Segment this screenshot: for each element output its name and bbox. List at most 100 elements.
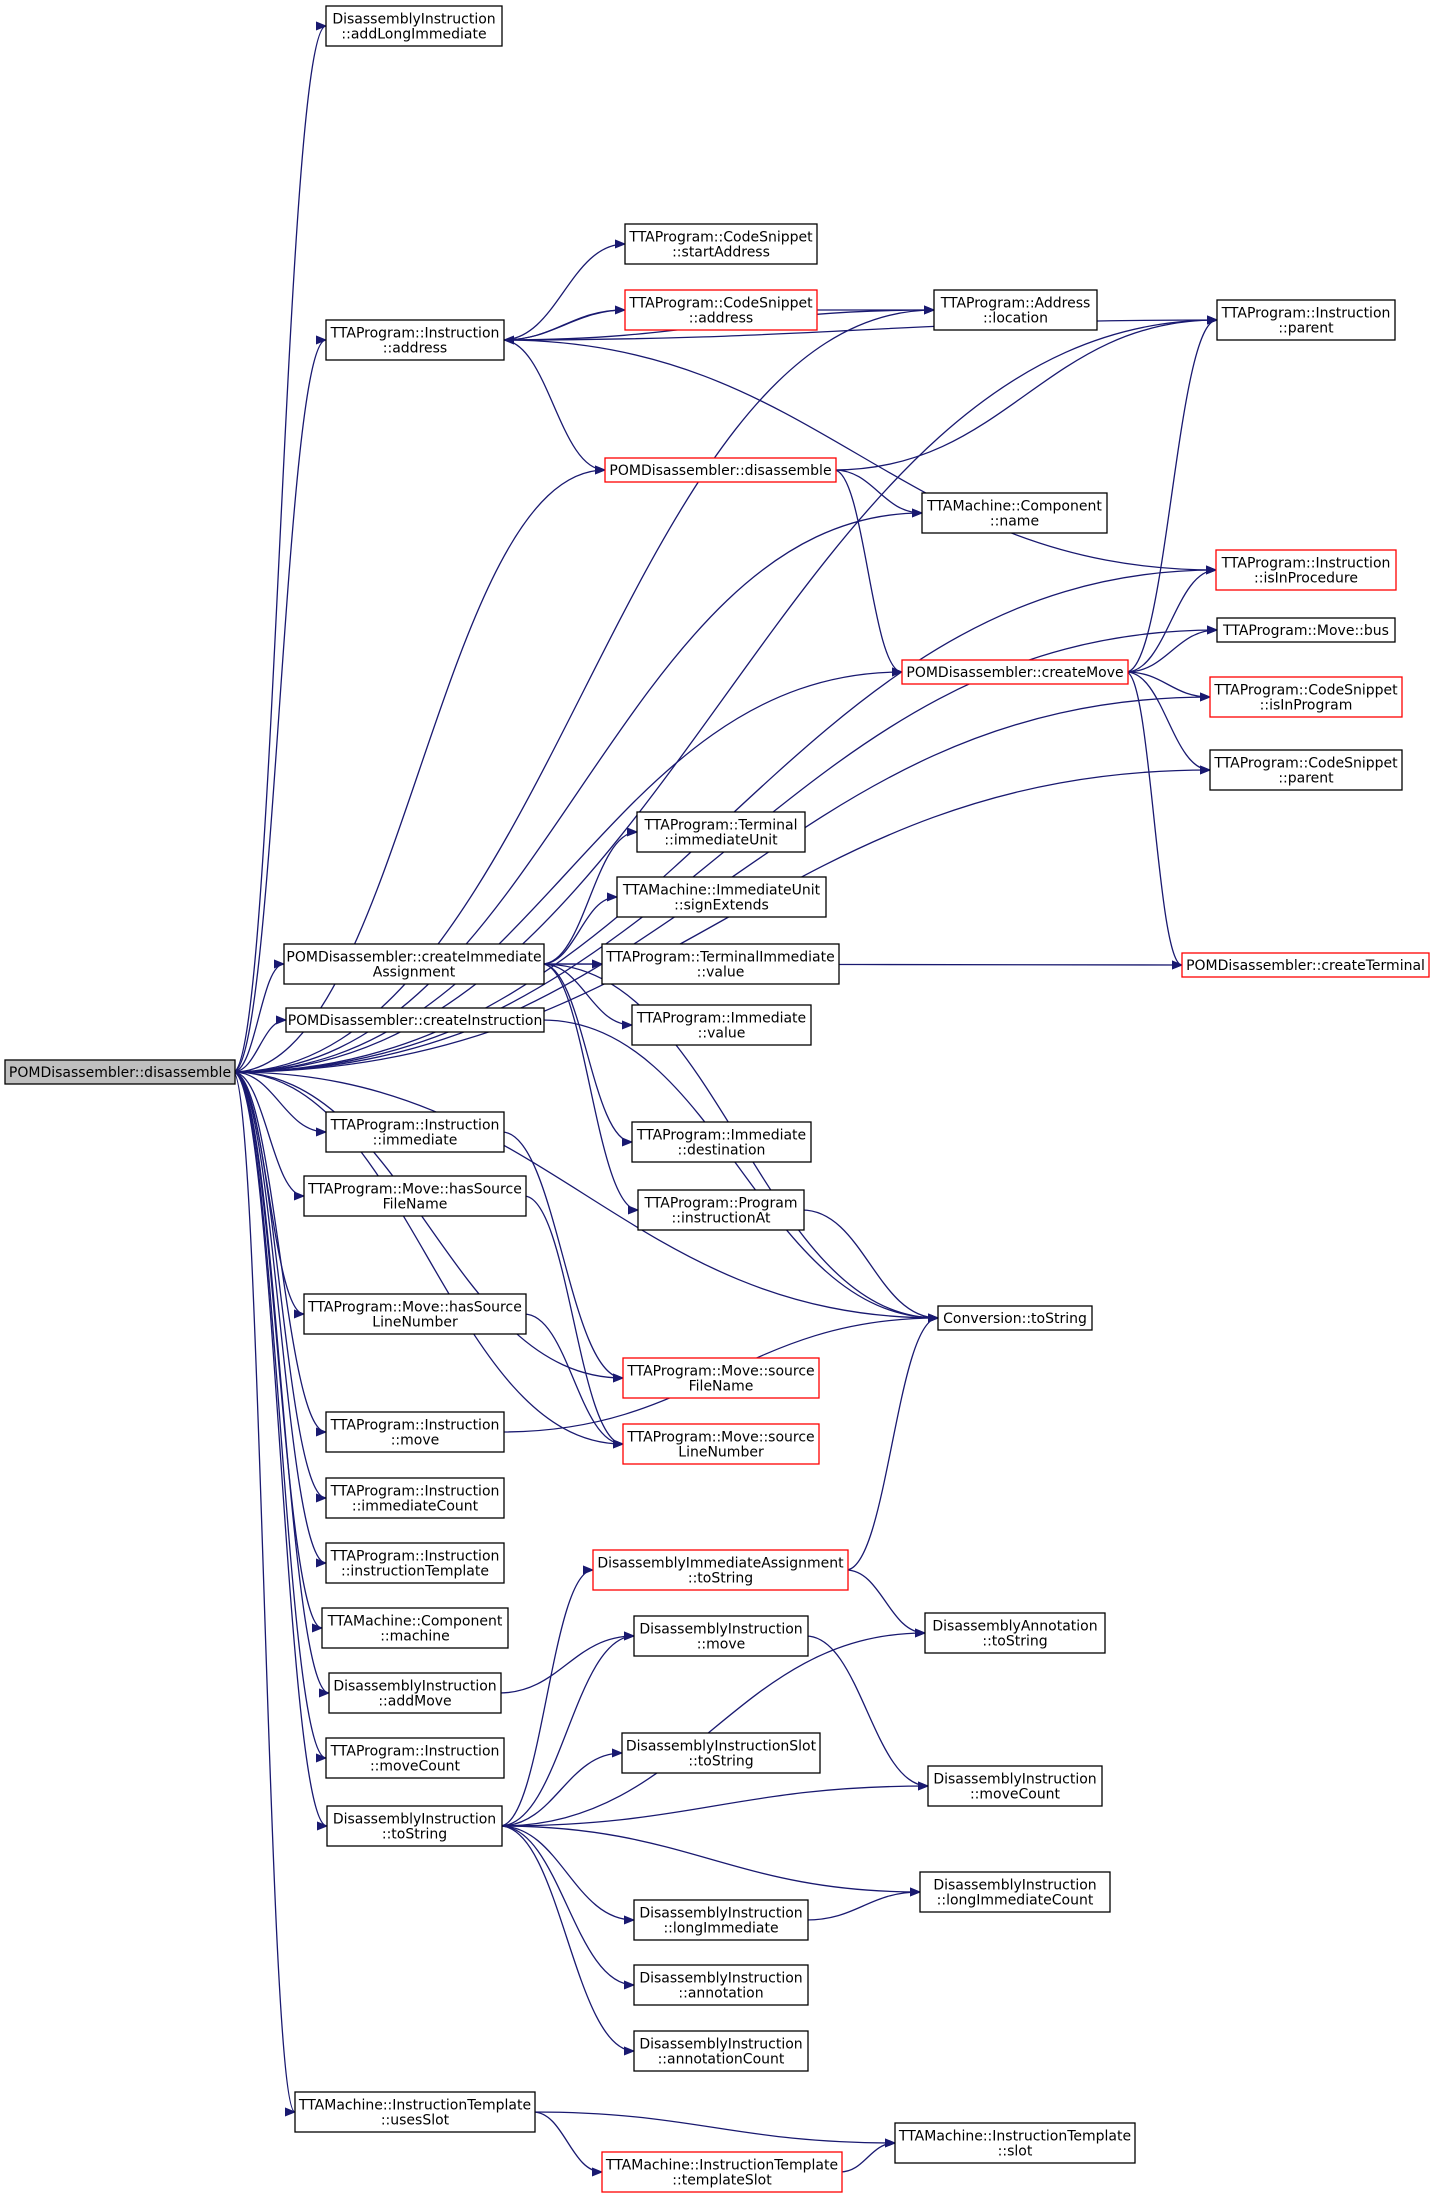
- node-label: DisassemblyInstruction: [639, 2037, 802, 2053]
- node-addLongImmediate[interactable]: DisassemblyInstruction::addLongImmediate: [325, 5, 503, 47]
- node-diAnnotationCount[interactable]: DisassemblyInstruction::annotationCount: [633, 2030, 809, 2072]
- node-box: [325, 1542, 505, 1584]
- node-box: [631, 1004, 812, 1046]
- node-label: ::instructionTemplate: [341, 1564, 489, 1580]
- node-usesSlot[interactable]: TTAMachine::InstructionTemplate::usesSlo…: [294, 2091, 536, 2133]
- node-compMachine[interactable]: TTAMachine::Component::machine: [321, 1607, 509, 1649]
- node-label: TTAMachine::InstructionTemplate: [605, 2158, 838, 2174]
- node-immDestination[interactable]: TTAProgram::Immediate::destination: [631, 1121, 812, 1163]
- node-label: ::isInProgram: [1260, 698, 1353, 714]
- node-box: [4, 1059, 236, 1085]
- node-label: ::annotationCount: [658, 2052, 785, 2068]
- node-box: [633, 2030, 809, 2072]
- edge-createMove-to-instrParent: [1125, 320, 1218, 673]
- node-createTerminal[interactable]: POMDisassembler::createTerminal: [1181, 952, 1430, 978]
- node-createInstruction[interactable]: POMDisassembler::createInstruction: [285, 1007, 545, 1033]
- node-root[interactable]: POMDisassembler::disassemble: [4, 1059, 236, 1085]
- edge-createMove-to-isInProcedure: [1125, 570, 1216, 673]
- node-instrMove[interactable]: TTAProgram::Instruction::move: [325, 1411, 505, 1453]
- node-label: TTAProgram::Instruction: [1221, 556, 1391, 572]
- edge-root-to-sourceFileName: [232, 1071, 623, 1378]
- node-label: TTAMachine::InstructionTemplate: [298, 2098, 531, 2114]
- edge-root-to-convToString: [232, 1071, 938, 1318]
- node-csAddress[interactable]: TTAProgram::CodeSnippet::address: [624, 289, 818, 331]
- node-instructionAt[interactable]: TTAProgram::Program::instructionAt: [637, 1189, 805, 1231]
- node-diLongImm[interactable]: DisassemblyInstruction::longImmediate: [633, 1899, 809, 1941]
- node-label: TTAProgram::Immediate: [636, 1011, 806, 1027]
- node-diLongImmCount[interactable]: DisassemblyInstruction::longImmediateCou…: [919, 1871, 1111, 1913]
- node-location[interactable]: TTAProgram::Address::location: [933, 289, 1098, 331]
- edge-diLongImm-to-diLongImmCount: [805, 1892, 920, 1921]
- node-label: ::moveCount: [370, 1759, 461, 1775]
- edge-root-to-addLongImmediate: [232, 26, 327, 1073]
- node-label: ::annotation: [678, 1986, 763, 2002]
- node-templateSlot[interactable]: TTAMachine::InstructionTemplate::templat…: [601, 2151, 843, 2193]
- node-label: DisassemblyInstruction: [639, 1971, 802, 1987]
- node-label: ::startAddress: [672, 245, 770, 261]
- node-isInProcedure[interactable]: TTAProgram::Instruction::isInProcedure: [1215, 549, 1397, 591]
- node-box: [624, 223, 818, 265]
- node-label: TTAMachine::Component: [926, 499, 1102, 515]
- node-createImmAssign[interactable]: POMDisassembler::createImmediateAssignme…: [283, 943, 545, 985]
- node-pomDisassemble[interactable]: POMDisassembler::disassemble: [604, 457, 837, 483]
- edge-root-to-createMove: [232, 672, 902, 1073]
- edge-hasSourceFileName-to-sourceLineNumber: [523, 1195, 624, 1444]
- node-label: FileName: [689, 1379, 754, 1395]
- edge-diToString-to-diLongImm: [499, 1825, 634, 1920]
- node-startAddress[interactable]: TTAProgram::CodeSnippet::startAddress: [624, 223, 818, 265]
- edge-root-to-immediateCount: [232, 1071, 327, 1498]
- node-label: DisassemblyImmediateAssignment: [597, 1556, 844, 1572]
- edge-createMove-to-moveBus: [1125, 630, 1217, 673]
- node-label: ::address: [383, 341, 447, 357]
- edge-diToString-to-disToString: [499, 1753, 622, 1827]
- node-box: [637, 1189, 805, 1231]
- node-box: [633, 1615, 809, 1657]
- node-diToString[interactable]: DisassemblyInstruction::toString: [326, 1805, 503, 1847]
- node-box: [604, 457, 837, 483]
- node-label: ::moveCount: [970, 1787, 1061, 1803]
- node-disToString[interactable]: DisassemblyInstructionSlot::toString: [621, 1732, 821, 1774]
- edge-createMove-to-csParent: [1125, 671, 1210, 770]
- node-diaToString[interactable]: DisassemblyImmediateAssignment::toString: [592, 1549, 849, 1591]
- edge-root-to-instructionTemplate: [232, 1071, 327, 1563]
- node-immediateUnit[interactable]: TTAProgram::Terminal::immediateUnit: [636, 811, 806, 853]
- node-compName[interactable]: TTAMachine::Component::name: [921, 492, 1108, 534]
- node-label: ::instructionAt: [672, 1211, 771, 1227]
- node-label: TTAProgram::Move::hasSource: [307, 1300, 522, 1316]
- node-immediateCount[interactable]: TTAProgram::Instruction::immediateCount: [325, 1477, 505, 1519]
- node-box: [631, 1121, 812, 1163]
- node-instructionTemplate[interactable]: TTAProgram::Instruction::instructionTemp…: [325, 1542, 505, 1584]
- node-termImmValue[interactable]: TTAProgram::TerminalImmediate::value: [601, 943, 840, 985]
- node-diMoveCount[interactable]: DisassemblyInstruction::moveCount: [927, 1765, 1103, 1807]
- node-diMove[interactable]: DisassemblyInstruction::move: [633, 1615, 809, 1657]
- node-box: [321, 1607, 509, 1649]
- node-createMove[interactable]: POMDisassembler::createMove: [901, 659, 1129, 685]
- node-label: ::parent: [1278, 771, 1334, 787]
- node-label: POMDisassembler::disassemble: [609, 463, 831, 479]
- node-csParent[interactable]: TTAProgram::CodeSnippet::parent: [1209, 749, 1403, 791]
- node-instrAddress[interactable]: TTAProgram::Instruction::address: [325, 319, 505, 361]
- node-moveBus[interactable]: TTAProgram::Move::bus: [1216, 617, 1396, 643]
- node-box: [325, 1477, 505, 1519]
- node-box: [927, 1765, 1103, 1807]
- node-addMove[interactable]: DisassemblyInstruction::addMove: [328, 1672, 502, 1714]
- node-signExtends[interactable]: TTAMachine::ImmediateUnit::signExtends: [616, 876, 827, 918]
- node-annToString[interactable]: DisassemblyAnnotation::toString: [924, 1612, 1106, 1654]
- node-convToString[interactable]: Conversion::toString: [937, 1305, 1093, 1331]
- node-label: ::address: [689, 311, 753, 327]
- node-instrImmediate[interactable]: TTAProgram::Instruction::immediate: [325, 1111, 505, 1153]
- node-instrParent[interactable]: TTAProgram::Instruction::parent: [1216, 299, 1396, 341]
- node-label: POMDisassembler::disassemble: [9, 1065, 231, 1081]
- edge-diToString-to-diLongImmCount: [499, 1825, 920, 1892]
- node-itSlot[interactable]: TTAMachine::InstructionTemplate::slot: [894, 2122, 1136, 2164]
- node-instrMoveCount[interactable]: TTAProgram::Instruction::moveCount: [325, 1737, 505, 1779]
- edge-pomDisassemble-to-compName: [833, 469, 922, 513]
- edge-diToString-to-annToString: [499, 1633, 925, 1827]
- node-isInProgram[interactable]: TTAProgram::CodeSnippet::isInProgram: [1209, 676, 1403, 718]
- node-immValue[interactable]: TTAProgram::Immediate::value: [631, 1004, 812, 1046]
- node-diAnnotation[interactable]: DisassemblyInstruction::annotation: [633, 1964, 809, 2006]
